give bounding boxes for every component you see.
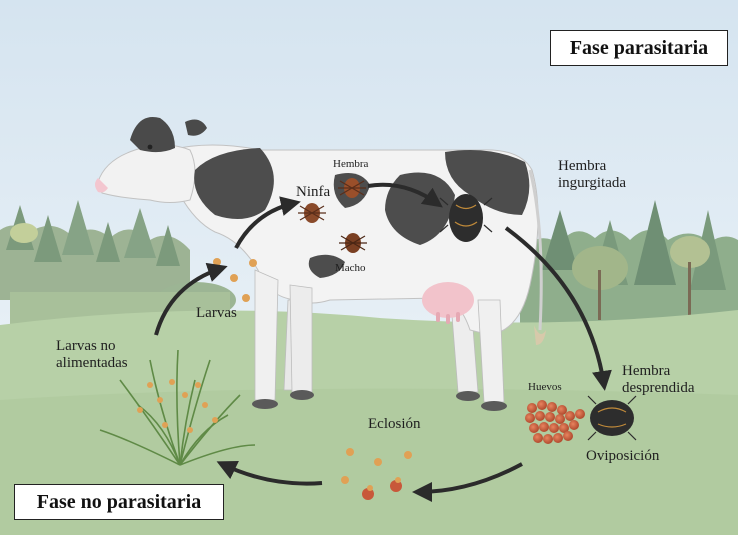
label-hembra-desprendida: Hembra desprendida — [622, 363, 694, 396]
detached-female-tick — [588, 396, 636, 440]
label-huevos: Huevos — [528, 381, 562, 393]
label-eclosion: Eclosión — [368, 416, 421, 433]
label-oviposicion: Oviposición — [586, 448, 659, 465]
label-larvas-no-alimentadas: Larvas no alimentadas — [56, 338, 128, 371]
label-hembra-ingurgitada: Hembra ingurgitada — [558, 158, 626, 191]
label-hembra: Hembra — [333, 158, 368, 170]
label-larvas: Larvas — [196, 305, 237, 322]
title-non-parasitic-phase: Fase no parasitaria — [14, 484, 224, 520]
title-parasitic-phase: Fase parasitaria — [550, 30, 728, 66]
label-ninfa: Ninfa — [296, 184, 330, 201]
label-macho: Macho — [335, 262, 366, 274]
